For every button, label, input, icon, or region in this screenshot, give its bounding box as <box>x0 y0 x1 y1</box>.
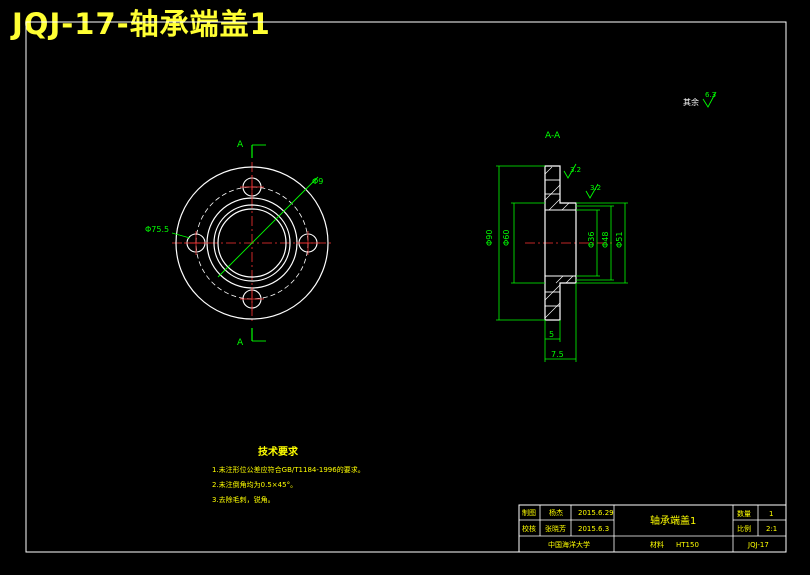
section-view: A-A Φ90 <box>485 131 628 362</box>
tech-item-1: 1.未注形位公差应符合GB/T1184-1996的要求。 <box>212 465 365 474</box>
section-dims-bottom <box>544 283 577 362</box>
tech-item-3: 3.去除毛刺，锐角。 <box>212 495 275 504</box>
diameter-dim-label: Φ9 <box>312 177 323 186</box>
diameter-dim-line <box>217 176 319 278</box>
tb-drawn-name: 杨杰 <box>549 508 563 517</box>
section-dims-right <box>576 202 628 284</box>
tb-check-label: 校核 <box>522 524 536 533</box>
tb-qty-label: 数量 <box>737 509 751 518</box>
dim-boss-outer-diameter: Φ51 <box>615 232 624 248</box>
section-dims-left <box>496 165 545 321</box>
roughness-symbol-2 <box>585 183 599 199</box>
cut-mark-bottom-label: A <box>237 338 244 348</box>
dim-outer-diameter: Φ90 <box>485 230 494 246</box>
dim-boss-diameter: Φ60 <box>502 230 511 246</box>
tb-scale-label: 比例 <box>737 524 751 533</box>
tb-drawing-no: JQJ-17 <box>747 541 769 549</box>
section-hatch <box>544 166 574 319</box>
tech-item-2: 2.未注倒角均为0.5×45°。 <box>212 480 297 489</box>
dim-total-width: 7.5 <box>551 350 564 359</box>
roughness-note-value: 6.3 <box>705 91 716 99</box>
bolt-holes <box>184 175 320 311</box>
bore-circle <box>217 208 287 278</box>
roughness-symbol-1 <box>563 163 577 179</box>
tb-part-name: 轴承端盖1 <box>650 514 696 527</box>
tb-drawn-label: 制图 <box>522 508 536 517</box>
roughness-note-label: 其余 <box>683 97 699 107</box>
cut-mark-top-label: A <box>237 140 244 150</box>
roughness-value-2: 3.2 <box>590 184 601 192</box>
tech-requirements: 技术要求 1.未注形位公差应符合GB/T1184-1996的要求。 2.未注倒角… <box>212 445 365 504</box>
dim-bore-diameter: Φ36 <box>587 232 596 248</box>
roughness-note-symbol <box>702 91 717 108</box>
drawing-title: JQJ-17-轴承端盖1 <box>12 7 271 41</box>
tb-check-date: 2015.6.3 <box>578 525 609 533</box>
title-block: 制图 杨杰 2015.6.29 校核 张晓芳 2015.6.3 轴承端盖1 数量… <box>518 504 787 553</box>
bore-chamfer-circle <box>213 204 291 282</box>
tb-material-label: 材料 <box>650 540 664 549</box>
tb-material-value: HT150 <box>676 541 699 549</box>
front-view: Φ9 Φ75.5 A A <box>145 140 332 348</box>
dim-mid-diameter: Φ48 <box>601 232 610 248</box>
tb-drawn-date: 2015.6.29 <box>578 509 614 517</box>
tb-school: 中国海洋大学 <box>548 540 590 549</box>
tb-scale-value: 2:1 <box>766 525 777 533</box>
section-label: A-A <box>545 131 561 141</box>
tb-check-name: 张晓芳 <box>545 524 566 533</box>
outer-flange-circle <box>175 166 329 320</box>
roughness-value-1: 3.2 <box>570 166 581 174</box>
tech-heading: 技术要求 <box>258 445 299 458</box>
dim-flange-thickness: 5 <box>549 330 554 339</box>
tb-qty-value: 1 <box>769 510 773 518</box>
bolt-circle-label: Φ75.5 <box>145 225 169 234</box>
bolt-circle-leader <box>171 232 191 239</box>
drawing-frame <box>25 21 787 553</box>
